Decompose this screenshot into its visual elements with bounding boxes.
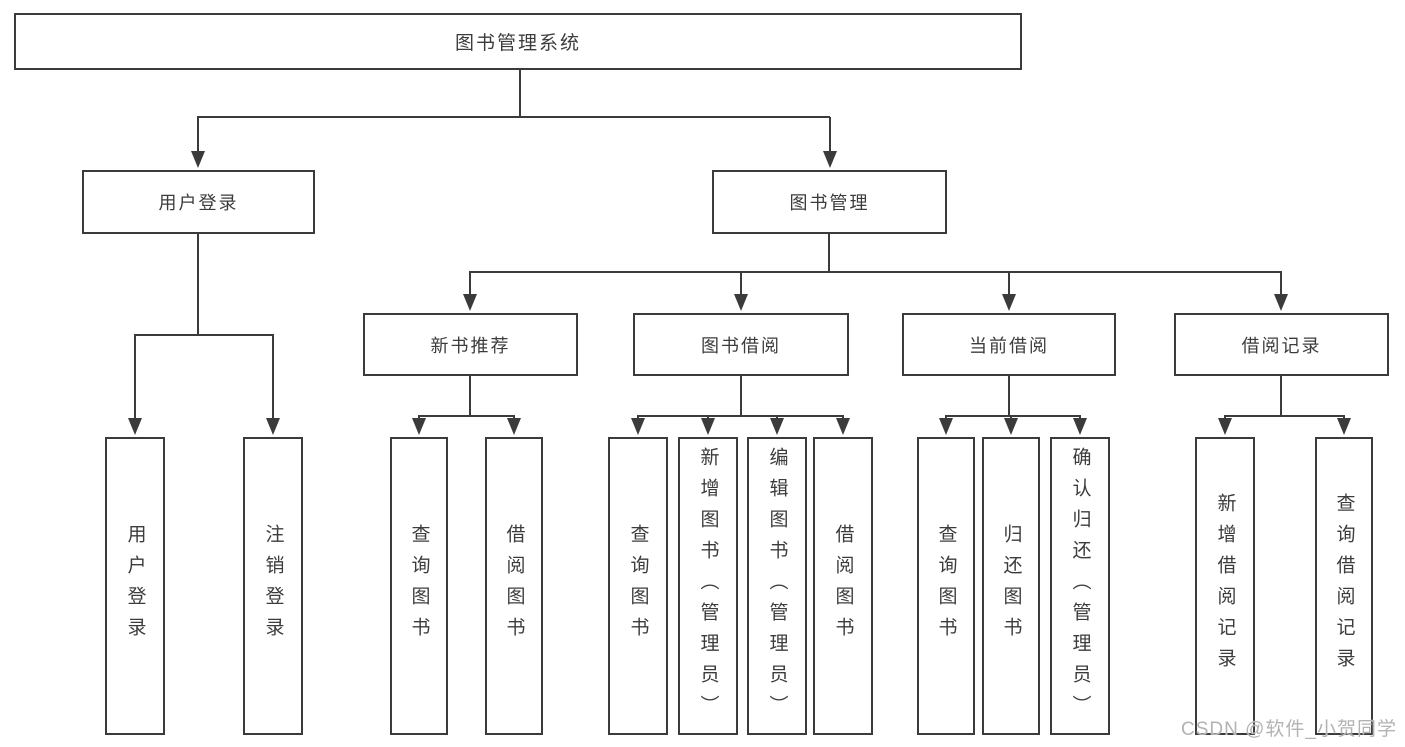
leaf-query-borrow-record: 查询借阅记录	[1315, 437, 1373, 735]
leaf-return-books: 归还图书	[982, 437, 1040, 735]
node-library-management-system: 图书管理系统	[14, 13, 1022, 70]
node-label: 图书管理系统	[454, 33, 581, 54]
node-new-book-recommendation: 新书推荐	[363, 313, 578, 376]
leaf-user-login: 用户登录	[105, 437, 165, 735]
node-label: 确认归还（管理员）	[1069, 446, 1091, 726]
node-label: 归还图书	[1000, 524, 1022, 648]
node-label: 借阅图书	[503, 524, 525, 648]
node-label: 查询图书	[935, 524, 957, 648]
node-label: 查询借阅记录	[1333, 493, 1355, 679]
node-label: 新增图书（管理员）	[697, 446, 719, 726]
node-label: 查询图书	[627, 524, 649, 648]
node-label: 图书管理	[789, 193, 870, 213]
node-label: 新增借阅记录	[1214, 493, 1236, 679]
node-label: 用户登录	[124, 524, 146, 648]
leaf-edit-books-admin: 编辑图书（管理员）	[747, 437, 807, 735]
csdn-watermark: CSDN @软件_小贺同学	[1181, 719, 1397, 740]
leaf-query-books-recommend: 查询图书	[390, 437, 448, 735]
leaf-add-borrow-record: 新增借阅记录	[1195, 437, 1255, 735]
node-label: 编辑图书（管理员）	[766, 446, 788, 726]
node-label: 用户登录	[158, 193, 239, 213]
node-label: 新书推荐	[430, 335, 511, 356]
node-label: 图书借阅	[701, 335, 781, 356]
leaf-confirm-return-admin: 确认归还（管理员）	[1050, 437, 1110, 735]
node-label: 查询图书	[408, 524, 430, 648]
leaf-add-books-admin: 新增图书（管理员）	[678, 437, 738, 735]
node-book-management: 图书管理	[712, 170, 947, 234]
leaf-borrow-books: 借阅图书	[813, 437, 873, 735]
leaf-logout: 注销登录	[243, 437, 303, 735]
node-book-borrowing: 图书借阅	[633, 313, 849, 376]
node-borrowing-records: 借阅记录	[1174, 313, 1389, 376]
leaf-query-books-borrow: 查询图书	[608, 437, 668, 735]
arrowheads	[128, 151, 1351, 435]
node-label: 借阅图书	[832, 524, 854, 648]
leaf-borrow-books-recommend: 借阅图书	[485, 437, 543, 735]
node-label: 借阅记录	[1241, 335, 1322, 356]
node-label: 注销登录	[262, 524, 284, 648]
leaf-query-books-current: 查询图书	[917, 437, 975, 735]
node-label: 当前借阅	[969, 335, 1049, 356]
node-user-login: 用户登录	[82, 170, 315, 234]
node-current-borrowing: 当前借阅	[902, 313, 1116, 376]
